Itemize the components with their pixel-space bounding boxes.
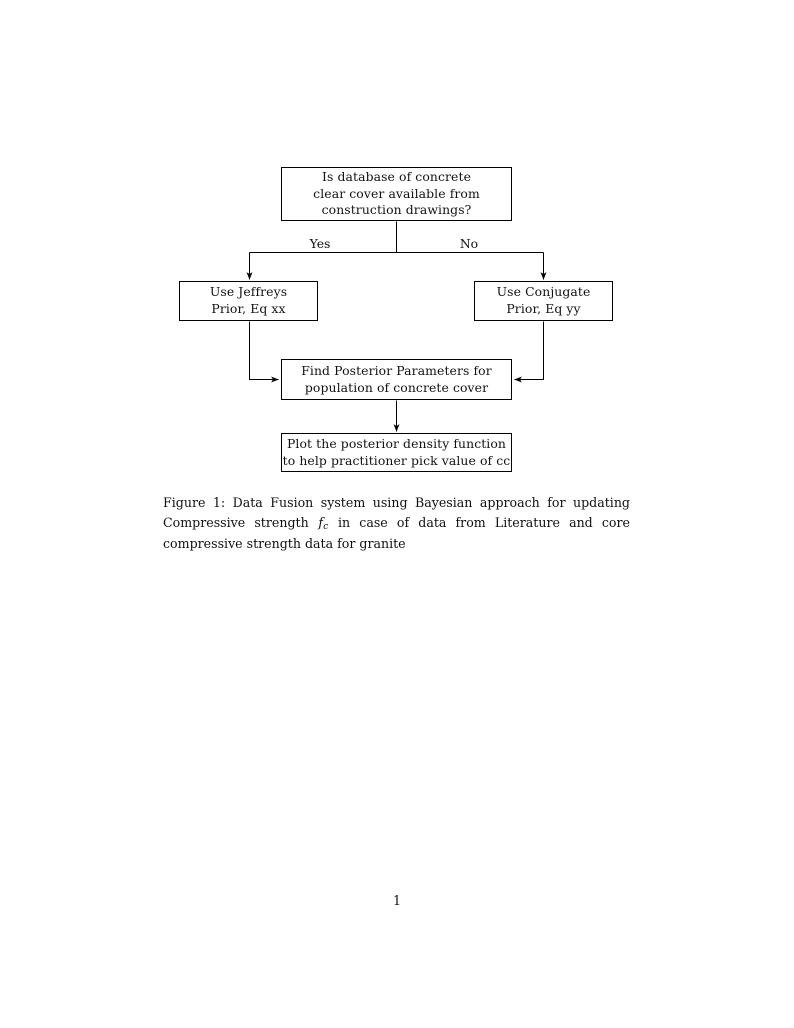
figure-caption-label: Figure 1: (163, 495, 226, 510)
edge-label-yes: Yes (309, 236, 331, 251)
flow-node-jeffreys-prior: Use Jeffreys Prior, Eq xx (179, 281, 318, 321)
node-question-line-1: Is database of concrete (322, 168, 471, 184)
figure-caption-math-fc: fc (318, 514, 329, 532)
figure-caption-text-before-math: Data Fusion system using Bayesian approa… (163, 495, 630, 530)
node-posterior-line-2: population of concrete cover (304, 379, 489, 395)
page-number: 1 (392, 893, 401, 908)
flow-node-plot-posterior-density: Plot the posterior density function to h… (281, 433, 512, 472)
math-subscript-c: c (323, 521, 329, 532)
node-conjugate-line-2: Prior, Eq yy (506, 301, 581, 316)
node-posterior-line-1: Find Posterior Parameters for (301, 362, 492, 378)
node-plot-line-1: Plot the posterior density function (286, 435, 507, 451)
node-jeffreys-line-2: Prior, Eq xx (211, 301, 286, 316)
node-plot-line-2: to help practitioner pick value of cc (282, 452, 511, 468)
math-symbol-f: f (318, 514, 323, 530)
edge-jeffreys-to-posterior (249, 321, 279, 383)
node-jeffreys-line-1: Use Jeffreys (209, 284, 288, 300)
flow-node-conjugate-prior: Use Conjugate Prior, Eq yy (474, 281, 613, 321)
figure-caption-text-after-math: in case of data from Literature and core… (163, 514, 630, 551)
node-question-line-3: construction drawings? (321, 202, 472, 218)
figure-caption: Figure 1: Data Fusion system using Bayes… (163, 493, 630, 554)
flowchart-connectors (246, 221, 547, 432)
node-conjugate-line-1: Use Conjugate (496, 284, 591, 300)
edge-label-no: No (459, 236, 479, 251)
flow-node-question: Is database of concrete clear cover avai… (281, 167, 512, 221)
node-question-line-2: clear cover available from (313, 185, 480, 201)
flow-node-find-posterior-parameters: Find Posterior Parameters for population… (281, 359, 512, 400)
edge-conjugate-to-posterior (514, 321, 544, 383)
